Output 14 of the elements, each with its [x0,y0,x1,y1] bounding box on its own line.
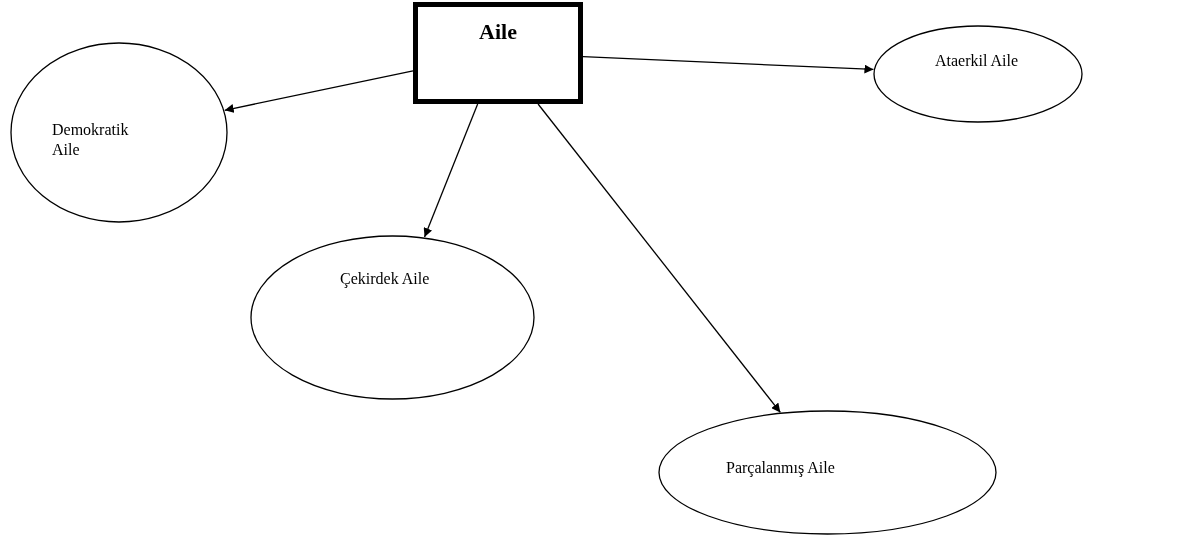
ellipse-node [873,25,1083,123]
process-box [413,2,583,104]
arrow [537,103,781,414]
node-label: Çekirdek Aile [340,269,431,289]
node-label: Aile [478,19,518,45]
node-label: Ataerkil Aile [935,51,1020,71]
arrow [224,70,414,113]
arrow [582,56,875,74]
ellipse-node [10,42,228,223]
ellipse-node [250,235,535,400]
arrow [423,103,479,238]
node-label: Demokratik Aile [52,120,130,160]
node-label: Parçalanmış Aile [726,458,836,478]
ellipse-node [658,410,997,535]
